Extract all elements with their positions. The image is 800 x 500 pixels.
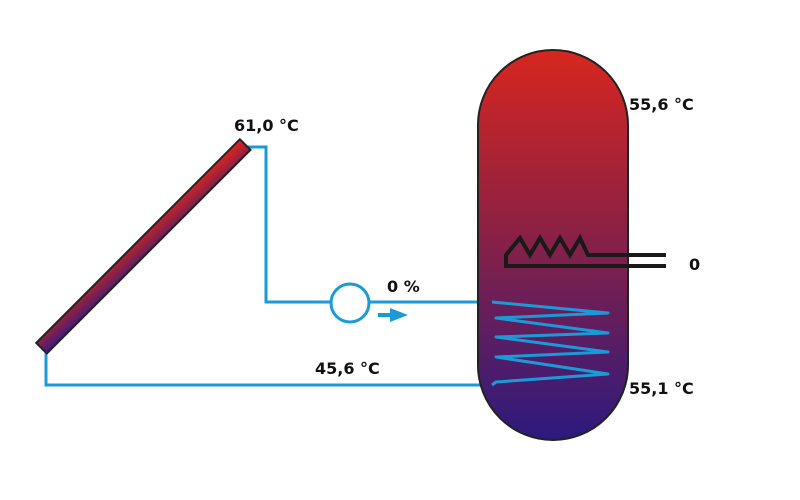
pump-speed-label: 0 % [387, 277, 420, 296]
return-pipe [44, 343, 492, 387]
pump-icon [329, 282, 371, 324]
tank-bottom-temp-label: 55,1 °C [629, 379, 694, 398]
collector-outlet-temp-label: 61,0 °C [234, 116, 299, 135]
solar-collector [34, 137, 252, 355]
collector-return-temp-label: 45,6 °C [315, 359, 380, 378]
pipes [44, 145, 492, 387]
tank-top-temp-label: 55,6 °C [629, 95, 694, 114]
flow-arrow-icon [378, 308, 408, 322]
heater-element-icon [504, 233, 666, 268]
supply-pipe-collector-to-pump [242, 145, 330, 304]
heat-exchanger-coil [491, 300, 610, 387]
storage-tank [477, 49, 629, 441]
heater-state-label: 0 [689, 255, 701, 274]
